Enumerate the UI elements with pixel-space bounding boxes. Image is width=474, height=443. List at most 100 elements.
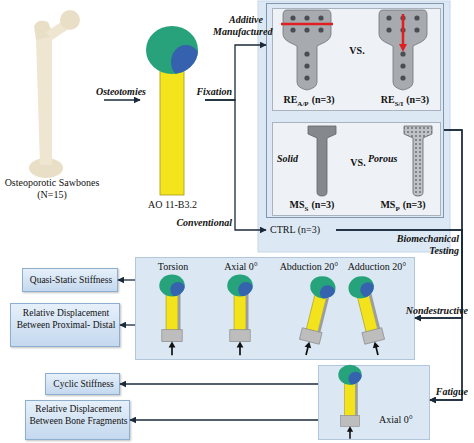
text-slot: Relative Displacement Between Bone Fragm… [26,403,131,427]
node-text: S/I [395,100,404,108]
control-group: CTRL (n=3) [266,221,336,239]
text-slot: Additive Manufactured [213,14,263,38]
implant-item: PorousMSP (n=3) [368,123,438,215]
node-text: RE [381,94,395,105]
node-text: (n=3) [312,94,335,105]
text-slot: Torsion [138,261,208,273]
flow-arrow [130,419,318,420]
fracture-model [146,26,201,195]
node-text: Porous [368,153,397,164]
locking-plate [283,10,331,90]
flow-arrow [336,230,462,318]
plate-holes [290,15,323,80]
stage-label: Biomechanical Testing [392,233,459,257]
femur-condyles [29,158,63,178]
node-text: Additive Manufactured [213,14,272,37]
node-text: P [395,205,399,213]
femoral-head-fragment [171,45,201,79]
text-slot: AO 11-B3.2 [135,199,210,211]
text-slot: Porous [368,153,404,165]
text-slot: REA/P(n=3) [277,94,341,110]
node-text: Axial 0° [224,261,258,272]
femoral-head [146,26,198,74]
bone-shaft [160,68,184,195]
abduction-test-model [294,274,339,359]
text-slot: VS. [345,157,371,169]
text-slot: Axial 0° [206,261,276,273]
text-slot: Axial 0° [379,414,429,426]
solid-blade-plate [308,126,336,196]
adduction-test-model [346,273,391,358]
text-slot: Adduction 20° [342,261,412,273]
text-slot: RES/I(n=3) [373,94,437,110]
node-text: Osteoporotic Sawbones (N=15) [5,177,100,200]
group-panel [258,1,450,252]
node-text: Torsion [158,261,188,272]
porous-blade-plate [404,126,432,196]
node-text: VS. [350,157,365,168]
edge-label: Osteotomies [92,86,150,98]
node-text: S [305,205,309,213]
text-slot: MSP (n=3) [368,199,438,215]
node-text: RE [283,94,297,105]
outcome-box: Relative Displacement Between Proximal- … [10,303,120,347]
flow-arrow [104,99,140,100]
text-slot: VS. [337,45,377,57]
femur-illustration [29,10,80,178]
implant-item: SolidMSS(n=3) [277,123,347,215]
flow-arrow [430,130,462,400]
plate-holes [386,15,419,80]
node-text: MS [380,199,395,210]
outcome-box: Relative Displacement Between Bone Fragm… [25,400,130,440]
node-text: Relative Displacement Between Bone Fragm… [29,404,127,426]
node-text: Cyclic Stiffness [53,379,113,389]
outcome-box: Quasi-Static Stiffness [22,268,118,292]
flow-arrow [120,383,318,384]
comparison-box: REA/P(n=3)RES/I(n=3)VS. [272,8,441,111]
node-text: VS. [349,45,364,56]
node-text: AO 11-B3.2 [148,199,197,210]
test-panel: Torsion Axial 0° Abduction 20°Adduction 20… [135,257,415,360]
test-panel: Axial 0° [318,365,430,440]
node-text: Axial 0° [379,414,413,425]
flow-arrow [415,130,462,318]
fatigue-test-model [338,365,362,439]
node-text: Abduction 20° [280,261,339,272]
screw-direction-head [399,44,407,52]
femoral-neck [46,20,70,40]
fracture-model: AO 11-B3.2 [140,25,205,215]
screw-direction-marker [281,23,333,26]
text-slot: CTRL (n=3) [270,224,336,236]
axial-test-model [227,274,253,355]
text-slot: Osteoporotic Sawbones (N=15) [0,177,104,201]
node-text: Quasi-Static Stiffness [30,275,112,285]
text-slot: Quasi-Static Stiffness [23,274,119,286]
greater-trochanter [34,21,54,40]
node-text: (n=3) [311,199,334,210]
flow-arrow [120,324,135,325]
text-slot: MSS(n=3) [277,199,347,215]
edge-label: Fatigue [410,386,468,398]
text-slot: Abduction 20° [274,261,344,273]
node-text: MS [290,199,305,210]
node-text: Solid [277,153,298,164]
comparison-box: SolidMSS(n=3)PorousMSP(n=3)VS. [272,122,441,216]
text-slot: Solid [277,153,309,165]
node-text: (n=3) [403,199,426,210]
torsion-test-model [159,274,185,355]
implant-item: RES/I(n=3) [373,9,437,110]
implant-item: REA/P(n=3) [277,9,341,110]
flow-arrow [205,100,266,230]
locking-plate [379,10,427,90]
plate-re-ap [281,10,333,90]
group-box: REA/P(n=3)RES/I(n=3)VS.SolidMSS(n=3)Poro… [266,3,444,218]
text-slot: Cyclic Stiffness [46,378,121,390]
node-text: CTRL (n=3) [270,224,320,235]
femoral-head [60,10,80,30]
plate-re-si [379,10,427,90]
